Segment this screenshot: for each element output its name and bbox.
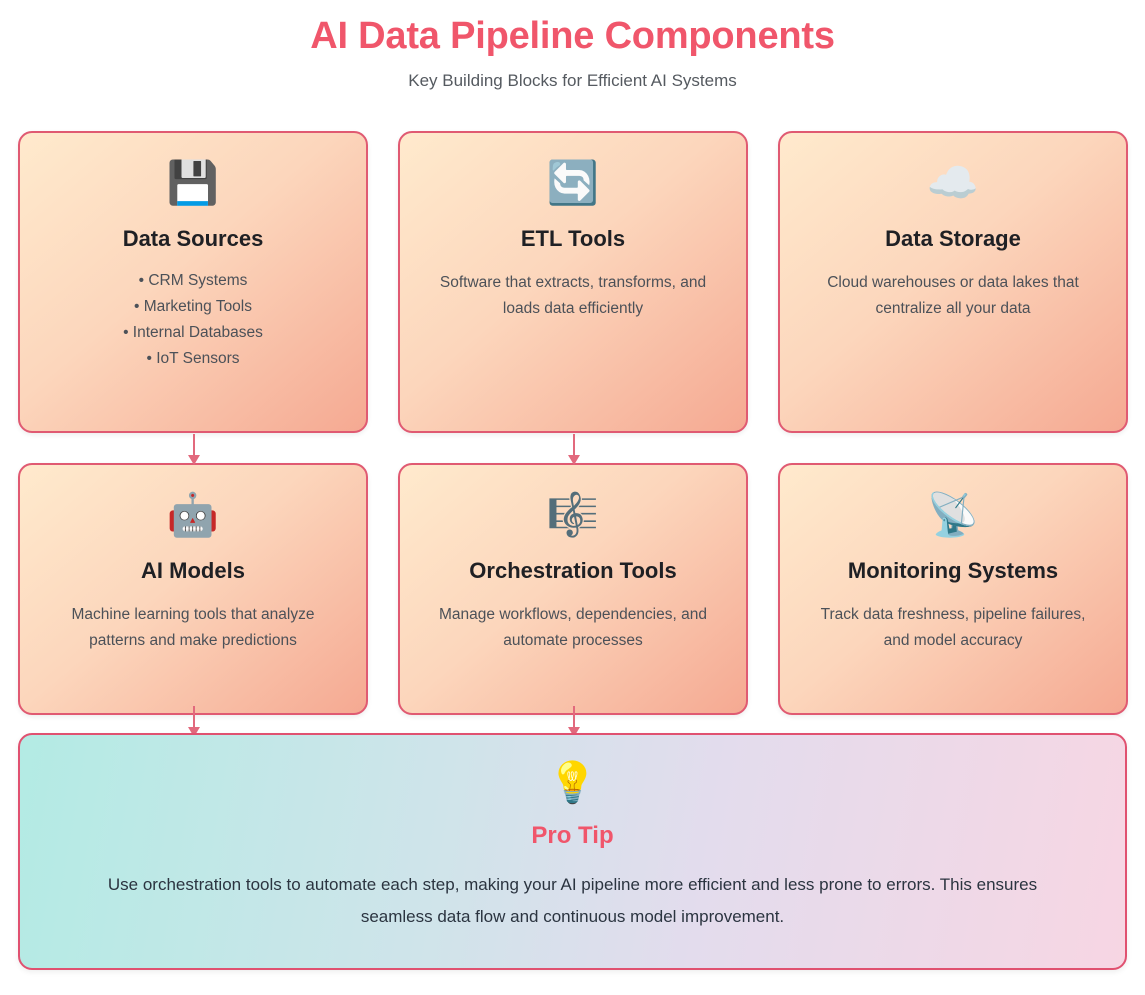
arrow-head-icon [568,727,580,737]
protip-title: Pro Tip [531,822,614,849]
musical-score-icon: 🎼 [546,491,600,538]
page-title: AI Data Pipeline Components [310,15,835,57]
card-ai-models[interactable]: 🤖 AI Models Machine learning tools that … [18,463,368,715]
card-bullet-list: • CRM Systems • Marketing Tools • Intern… [40,268,346,372]
protip-panel: 💡 Pro Tip Use orchestration tools to aut… [18,733,1127,970]
card-monitoring-systems[interactable]: 📡 Monitoring Systems Track data freshnes… [778,463,1128,715]
arrow-shaft [193,706,195,730]
arrow-head-icon [188,727,200,737]
arrow-shaft [193,434,195,458]
arrow-shaft [573,706,575,730]
card-orchestration-tools[interactable]: 🎼 Orchestration Tools Manage workflows, … [398,463,748,715]
arrow-head-icon [188,455,200,465]
arrow-down-ai-models-to-protip [186,706,202,738]
refresh-sync-icon: 🔄 [546,159,600,206]
list-item: • Marketing Tools [134,298,252,315]
lightbulb-icon: 💡 [547,761,598,805]
protip-text: Use orchestration tools to automate each… [107,875,1038,926]
cloud-icon: ☁️ [926,159,980,206]
arrow-down-etl-to-orchestration [566,434,582,466]
arrow-shaft [573,434,575,458]
header: AI Data Pipeline Components Key Building… [0,0,1145,92]
card-data-storage[interactable]: ☁️ Data Storage Cloud warehouses or data… [778,131,1128,433]
card-description: Machine learning tools that analyze patt… [71,606,315,649]
component-card-grid: 💾 Data Sources • CRM Systems • Marketing… [18,131,1128,715]
card-description: Software that extracts, transforms, and … [439,274,707,317]
floppy-disk-icon: 💾 [166,159,220,206]
card-title: ETL Tools [520,226,626,251]
list-item: • CRM Systems [138,272,248,289]
card-description: Cloud warehouses or data lakes that cent… [827,274,1079,317]
card-title: AI Models [141,558,245,583]
card-title: Data Storage [885,226,1021,251]
arrow-down-data-sources-to-ai-models [186,434,202,466]
page-subtitle: Key Building Blocks for Efficient AI Sys… [408,71,737,90]
satellite-antenna-icon: 📡 [926,491,980,538]
list-item: • IoT Sensors [146,350,240,367]
arrow-down-orchestration-to-protip [566,706,582,738]
card-title: Orchestration Tools [469,558,677,583]
arrow-head-icon [568,455,580,465]
card-title: Data Sources [122,226,264,251]
robot-icon: 🤖 [166,491,220,538]
card-description: Manage workflows, dependencies, and auto… [439,606,707,649]
list-item: • Internal Databases [123,324,263,341]
card-etl-tools[interactable]: 🔄 ETL Tools Software that extracts, tran… [398,131,748,433]
card-title: Monitoring Systems [847,558,1059,583]
card-data-sources[interactable]: 💾 Data Sources • CRM Systems • Marketing… [18,131,368,433]
card-description: Track data freshness, pipeline failures,… [820,606,1086,649]
